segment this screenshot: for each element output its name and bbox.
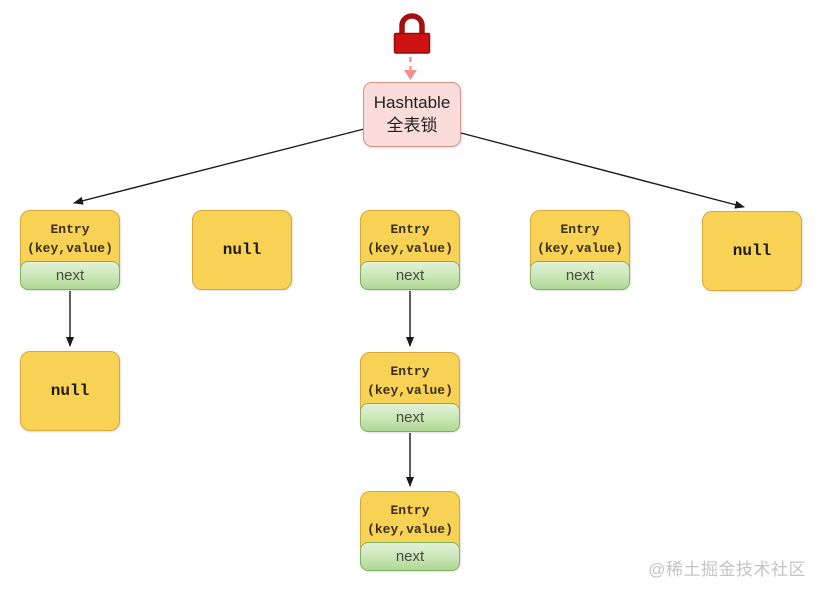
entry-next-label: next [360, 403, 460, 432]
entry-next-label: next [360, 261, 460, 290]
bucket-0-chain-null-node: null [20, 351, 120, 431]
null-label: null [222, 241, 262, 259]
entry-title: Entry [50, 222, 90, 238]
lock-icon [393, 12, 431, 55]
entry-next-label: next [360, 542, 460, 571]
entry-subtitle: (key,value) [367, 241, 453, 256]
bucket-2-chain-entry-node-1: Entry (key,value) next [360, 352, 460, 432]
bucket-2-chain-entry-node-2: Entry (key,value) next [360, 491, 460, 571]
entry-title-area: Entry (key,value) [361, 492, 459, 547]
null-label: null [732, 242, 772, 260]
entry-next-label: next [20, 261, 120, 290]
edge-root-to-bucket0 [73, 128, 365, 205]
entry-title: Entry [560, 222, 600, 238]
entry-title: Entry [390, 222, 430, 238]
watermark: @稀土掘金技术社区 [648, 560, 806, 579]
entry-subtitle: (key,value) [367, 522, 453, 537]
entry-subtitle: (key,value) [367, 383, 453, 398]
bucket-4-null-node: null [702, 211, 802, 291]
entry-title: Entry [390, 503, 430, 519]
root-title-line2: 全表锁 [386, 115, 438, 135]
bucket-3-entry-node: Entry (key,value) next [530, 210, 630, 290]
bucket-0-entry-node: Entry (key,value) next [20, 210, 120, 290]
root-title-line1: Hashtable [373, 93, 451, 113]
bucket-1-null-node: null [192, 210, 292, 290]
entry-subtitle: (key,value) [27, 241, 113, 256]
null-label: null [50, 382, 90, 400]
edge-root-to-bucket4 [460, 132, 745, 209]
entry-title-area: Entry (key,value) [361, 353, 459, 408]
bucket-2-entry-node: Entry (key,value) next [360, 210, 460, 290]
lock-arrow [404, 57, 417, 80]
entry-title: Entry [390, 364, 430, 380]
entry-title-area: Entry (key,value) [361, 211, 459, 266]
entry-next-label: next [530, 261, 630, 290]
hashtable-root-node: Hashtable 全表锁 [363, 82, 461, 147]
entry-title-area: Entry (key,value) [21, 211, 119, 266]
entry-title-area: Entry (key,value) [531, 211, 629, 266]
entry-subtitle: (key,value) [537, 241, 623, 256]
